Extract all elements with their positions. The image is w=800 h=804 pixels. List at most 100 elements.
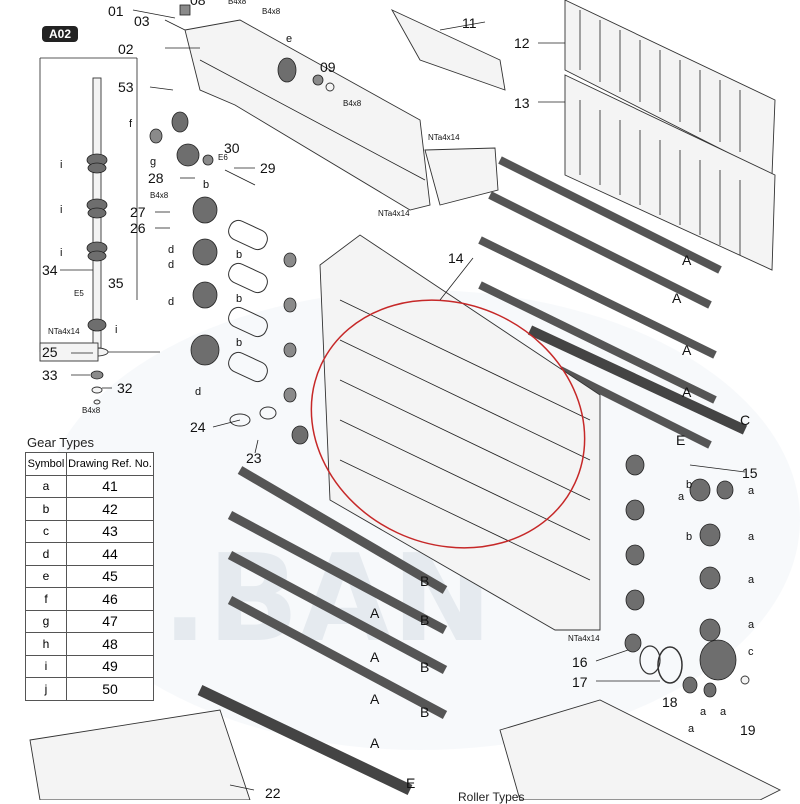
letter-b-4: b	[236, 337, 242, 349]
callout-27: 27	[130, 204, 146, 220]
cell-symbol: e	[25, 564, 67, 588]
gear-letter-a-r3: a	[748, 531, 755, 543]
screw-e5: E5	[74, 289, 84, 298]
upper-bracket	[149, 4, 506, 211]
gear-letter-a-r5: a	[748, 619, 755, 631]
letter-f: f	[129, 118, 133, 130]
bottom-guides	[29, 699, 782, 800]
letter-g: g	[150, 156, 156, 168]
cell-ref: 42	[66, 497, 154, 521]
callout-17: 17	[572, 674, 588, 690]
lower-right-gears	[624, 454, 750, 698]
cell-symbol: f	[25, 587, 67, 611]
callout-15: 15	[742, 465, 758, 481]
roller-label-A-3: A	[682, 342, 692, 358]
callout-14: 14	[448, 250, 464, 266]
callout-13: 13	[514, 95, 530, 111]
column-header-ref: Drawing Ref. No.	[66, 452, 154, 476]
cell-ref: 50	[66, 677, 154, 701]
section-badge: A02	[42, 26, 78, 42]
central-frame	[310, 234, 601, 631]
roller-label-A-8: A	[370, 735, 380, 751]
callout-23: 23	[246, 450, 262, 466]
gear-letter-a-r1: a	[678, 491, 685, 503]
letter-e: e	[286, 33, 292, 45]
letter-i-3: i	[60, 247, 62, 259]
roller-label-B-2: B	[420, 612, 429, 628]
letter-d-4: d	[195, 386, 201, 398]
callout-30: 30	[224, 140, 240, 156]
callout-03: 03	[134, 13, 150, 29]
leader-lines	[60, 9, 746, 791]
letter-i-2: i	[60, 204, 62, 216]
gear-letter-a-r4: a	[748, 574, 755, 586]
callout-09: 09	[320, 59, 336, 75]
callout-11: 11	[462, 15, 477, 31]
callout-28: 28	[148, 170, 164, 186]
roller-label-A-5: A	[370, 605, 380, 621]
roller-label-E-bottom: E	[406, 775, 415, 791]
roller-label-B-4: B	[420, 704, 429, 720]
right-rollers	[478, 156, 748, 449]
gear-letter-a-r6: a	[700, 706, 707, 718]
roller-types-title: Roller Types	[458, 790, 525, 804]
cell-symbol: c	[25, 519, 67, 543]
gear-letter-b-r2: b	[686, 531, 692, 543]
cell-ref: 48	[66, 632, 154, 656]
letter-i-1: i	[60, 159, 62, 171]
gear-types-title: Gear Types	[27, 435, 94, 450]
cell-symbol: j	[25, 677, 67, 701]
highlight-ellipse	[310, 299, 586, 549]
letter-d-2: d	[168, 259, 174, 271]
cell-symbol: i	[25, 654, 67, 678]
cell-ref: 49	[66, 654, 154, 678]
roller-label-A-4: A	[682, 384, 692, 400]
callout-35: 35	[108, 275, 124, 291]
middle-gear-column	[190, 196, 309, 445]
callout-34: 34	[42, 262, 58, 278]
right-guide-covers	[564, 0, 776, 271]
cell-ref: 46	[66, 587, 154, 611]
gear-letter-a-r2: a	[748, 485, 755, 497]
callout-08: 08	[190, 0, 206, 8]
cell-symbol: b	[25, 497, 67, 521]
roller-label-A-2: A	[672, 290, 682, 306]
screw-nta4x14-right: NTa4x14	[428, 133, 460, 142]
callout-26: 26	[130, 220, 146, 236]
cell-ref: 44	[66, 542, 154, 566]
gear-letter-c: c	[748, 646, 754, 658]
screw-b4x8-top: B4x8	[228, 0, 247, 6]
roller-label-C: C	[740, 412, 750, 428]
cell-ref: 41	[66, 474, 154, 498]
letter-d-1: d	[168, 244, 174, 256]
callout-18: 18	[662, 694, 678, 710]
cell-ref: 43	[66, 519, 154, 543]
callout-16: 16	[572, 654, 588, 670]
cell-symbol: d	[25, 542, 67, 566]
screw-nta4x14-left: NTa4x14	[378, 209, 410, 218]
column-header-symbol: Symbol	[25, 452, 67, 476]
roller-label-A-7: A	[370, 691, 380, 707]
screw-e6: E6	[218, 153, 228, 162]
letter-b-3: b	[236, 293, 242, 305]
letter-i-4: i	[115, 324, 117, 336]
cell-ref: 47	[66, 609, 154, 633]
roller-label-B-3: B	[420, 659, 429, 675]
callout-25: 25	[42, 344, 58, 360]
callout-53: 53	[118, 79, 134, 95]
cell-symbol: h	[25, 632, 67, 656]
roller-label-A-1: A	[682, 252, 692, 268]
screw-nta4x14-25: NTa4x14	[48, 327, 80, 336]
callout-19: 19	[740, 722, 756, 738]
